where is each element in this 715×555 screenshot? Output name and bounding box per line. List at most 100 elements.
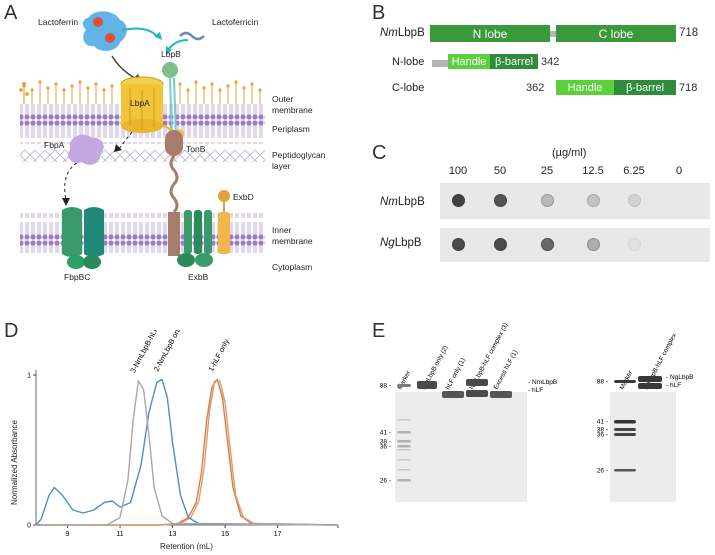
concentration-label: 50 bbox=[493, 165, 507, 177]
lane-label: hLF only (1) bbox=[445, 357, 467, 391]
row-clobe-label: C-lobe bbox=[392, 82, 425, 94]
label-fbpa: FbpA bbox=[44, 140, 65, 150]
label-lbpa: LbpA bbox=[130, 98, 150, 108]
lactoferricin-peptide bbox=[179, 31, 205, 41]
ladder-band bbox=[397, 440, 411, 443]
x-tick-label: 9 bbox=[66, 531, 70, 538]
fbpbc-transporter bbox=[62, 207, 104, 269]
ladder-band bbox=[397, 384, 411, 387]
label-inner-membrane: Inner membrane bbox=[272, 225, 313, 246]
x-tick-label: 13 bbox=[169, 531, 177, 538]
marker-size-label: 26 - bbox=[597, 468, 608, 475]
band-label: - hLF bbox=[528, 387, 543, 394]
label-periplasm: Periplasm bbox=[272, 124, 310, 134]
blot-dot bbox=[628, 194, 641, 207]
panel-letter-a: A bbox=[4, 2, 18, 24]
nmlbpb-band bbox=[417, 381, 437, 389]
panel-letter-e: E bbox=[372, 320, 386, 342]
row-nmlbpb-dot-label: NmLbpB bbox=[380, 196, 425, 208]
label-tonb: TonB bbox=[186, 144, 206, 154]
blot-dot bbox=[494, 194, 507, 207]
series-line bbox=[36, 380, 339, 526]
marker-size-label: 88 - bbox=[597, 379, 608, 386]
label-lbpb: LbpB bbox=[161, 49, 181, 59]
nlobe-linker bbox=[432, 60, 448, 67]
concentration-label: 6.25 bbox=[623, 165, 645, 177]
blot-dot bbox=[541, 238, 554, 251]
blot-dot bbox=[452, 194, 465, 207]
exbb-protein bbox=[177, 210, 213, 267]
marker-size-label: 36 - bbox=[597, 432, 608, 439]
blot-dot bbox=[587, 238, 600, 251]
linker-gray bbox=[550, 31, 556, 37]
lactoferrin-protein bbox=[82, 11, 127, 51]
lane-label: Marker bbox=[397, 369, 413, 391]
marker-size-label: 26 - bbox=[380, 478, 391, 485]
band-label: - NgLbpB bbox=[666, 374, 693, 381]
label-exbb: ExbB bbox=[188, 272, 209, 282]
lbpa-barrel bbox=[120, 76, 184, 139]
row3-start: 362 bbox=[526, 82, 545, 94]
label-lactoferrin: Lactoferrin bbox=[38, 17, 79, 27]
gel-right bbox=[610, 392, 676, 502]
ladder-band bbox=[397, 449, 411, 451]
unit-label: (µg/ml) bbox=[552, 147, 587, 159]
blot-dot bbox=[628, 238, 641, 251]
series-line bbox=[36, 378, 339, 526]
row-nmlbpb-label: NmLbpB bbox=[380, 27, 425, 39]
nlobe-handle-label: Handle bbox=[451, 55, 487, 68]
row1-end: 718 bbox=[679, 27, 699, 39]
n-lobe-label: N lobe bbox=[472, 26, 508, 41]
nlobe-barrel: β-barrel bbox=[490, 54, 538, 69]
marker-size-label: 38 - bbox=[597, 427, 608, 434]
nglbpb-band bbox=[638, 376, 662, 382]
tonb-protein bbox=[165, 130, 183, 256]
ladder-band bbox=[614, 433, 636, 436]
fbpa-protein bbox=[67, 134, 104, 165]
panel-letter-d: D bbox=[4, 320, 19, 342]
row-nlobe-label: N-lobe bbox=[392, 56, 425, 68]
hlf-band bbox=[638, 383, 662, 389]
ladder-band bbox=[397, 445, 411, 448]
clobe-handle-label: Handle bbox=[567, 81, 603, 94]
ladder-band bbox=[614, 428, 636, 431]
n-lobe-bar: N lobe bbox=[430, 25, 550, 42]
hlf-band bbox=[442, 391, 464, 398]
y-tick-label: 0 bbox=[27, 523, 31, 530]
ladder-band bbox=[397, 459, 411, 461]
ladder-band bbox=[614, 380, 636, 383]
blot-dot bbox=[541, 194, 554, 207]
peptidoglycan-layer bbox=[20, 150, 265, 162]
clobe-barrel: β-barrel bbox=[614, 80, 676, 95]
dot-strip-ng bbox=[440, 228, 710, 262]
concentration-label: 12.5 bbox=[582, 165, 604, 177]
ladder-band bbox=[614, 420, 636, 424]
x-tick-label: 11 bbox=[116, 531, 123, 538]
membrane-schematic bbox=[19, 11, 265, 269]
panel-letter-c: C bbox=[372, 142, 387, 164]
row2-end: 342 bbox=[541, 56, 560, 68]
clobe-barrel-label: β-barrel bbox=[625, 81, 665, 94]
ladder-band bbox=[397, 431, 411, 434]
marker-size-label: 38 - bbox=[380, 439, 391, 446]
label-outer-membrane: Outer membrane bbox=[272, 94, 313, 115]
band-label: - NmLbpB bbox=[528, 379, 557, 386]
c-lobe-label: C lobe bbox=[598, 26, 634, 41]
ladder-band bbox=[397, 479, 411, 482]
panel-a-schematic: Lactoferrin Lactoferricin LbpB LbpA FbpA… bbox=[0, 0, 360, 305]
ladder-band bbox=[397, 469, 411, 471]
nmlbpb-band bbox=[466, 379, 488, 386]
c-lobe-bar: C lobe bbox=[556, 25, 676, 42]
x-tick-label: 15 bbox=[221, 531, 229, 538]
hlf-band bbox=[490, 391, 512, 398]
concentration-label: 0 bbox=[675, 165, 683, 177]
marker-size-label: 36 - bbox=[380, 444, 391, 451]
label-fbpbc: FbpBC bbox=[64, 272, 91, 282]
nlobe-handle: Handle bbox=[448, 54, 490, 69]
concentration-label: 25 bbox=[540, 165, 554, 177]
y-tick-label: 1 bbox=[27, 373, 31, 380]
gel-left bbox=[395, 392, 527, 502]
